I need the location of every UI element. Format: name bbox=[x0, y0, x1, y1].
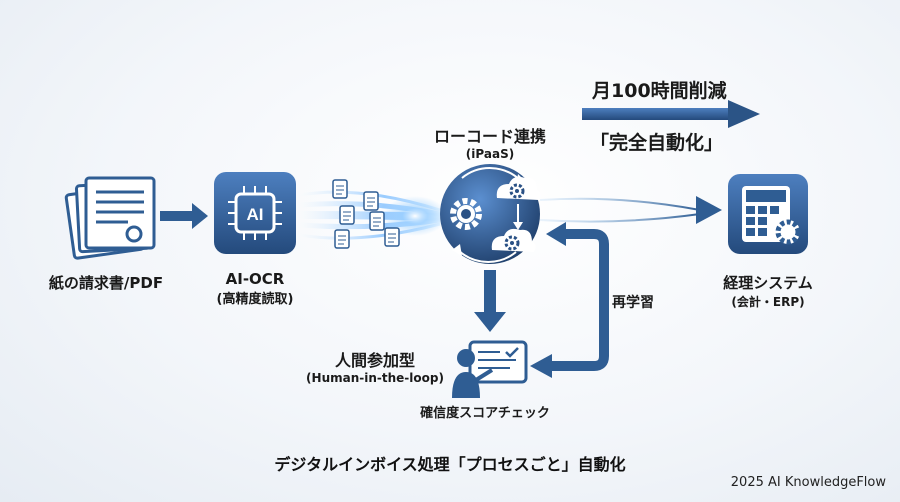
document-icon bbox=[363, 191, 379, 211]
lowcode-subtitle: (iPaaS) bbox=[465, 147, 515, 161]
confidence-check-caption: 確信度スコアチェック bbox=[420, 406, 550, 421]
floating-document-icons bbox=[332, 179, 400, 249]
human-reviewer-icon bbox=[452, 340, 528, 398]
paper-label: 紙の請求書/PDF bbox=[48, 274, 164, 292]
cloud-gear-icon bbox=[491, 228, 536, 252]
document-icon bbox=[339, 205, 355, 225]
ocr-label: AI-OCR (高精度読取) bbox=[195, 270, 315, 307]
arrow-paper-to-ocr bbox=[160, 203, 208, 229]
lowcode-title: ローコード連携 bbox=[433, 127, 546, 146]
document-icon bbox=[332, 179, 348, 199]
document-icon bbox=[384, 227, 400, 247]
cloud-gear-icon bbox=[496, 176, 541, 200]
relearn-loop-arrow bbox=[530, 222, 609, 378]
ocr-title: AI-OCR bbox=[225, 270, 285, 288]
ai-ocr-chip-icon: AI bbox=[214, 172, 296, 254]
document-icon bbox=[334, 229, 350, 249]
human-title: 人間参加型 bbox=[334, 351, 415, 370]
erp-title: 経理システム bbox=[723, 274, 813, 292]
human-subtitle: (Human-in-the-loop) bbox=[306, 371, 444, 385]
lowcode-label: ローコード連携 (iPaaS) bbox=[420, 123, 560, 161]
document-icon bbox=[369, 211, 385, 231]
arrow-hub-to-human bbox=[474, 270, 506, 332]
automation-label: 「完全自動化」 bbox=[590, 132, 724, 154]
ocr-subtitle: (高精度読取) bbox=[216, 292, 294, 307]
data-stream bbox=[299, 190, 447, 240]
erp-subtitle: (会計・ERP) bbox=[731, 295, 805, 309]
erp-system-icon bbox=[728, 174, 808, 254]
footer-title: デジタルインボイス処理「プロセスごと」自動化 bbox=[274, 455, 626, 474]
human-label: 人間参加型 (Human-in-the-loop) bbox=[300, 347, 450, 385]
reduction-arrow bbox=[582, 100, 760, 128]
paper-invoice-icon bbox=[64, 176, 156, 260]
arrow-hub-to-erp bbox=[539, 196, 722, 224]
ai-chip-text: AI bbox=[247, 205, 264, 224]
credit-text: 2025 AI KnowledgeFlow bbox=[730, 475, 886, 490]
erp-label: 経理システム (会計・ERP) bbox=[705, 272, 831, 310]
gear-icon bbox=[775, 219, 801, 245]
gear-icon bbox=[450, 198, 482, 230]
relearn-label: 再学習 bbox=[612, 295, 654, 311]
lowcode-hub-icon bbox=[440, 164, 541, 264]
reduction-label: 月100時間削減 bbox=[592, 80, 727, 102]
